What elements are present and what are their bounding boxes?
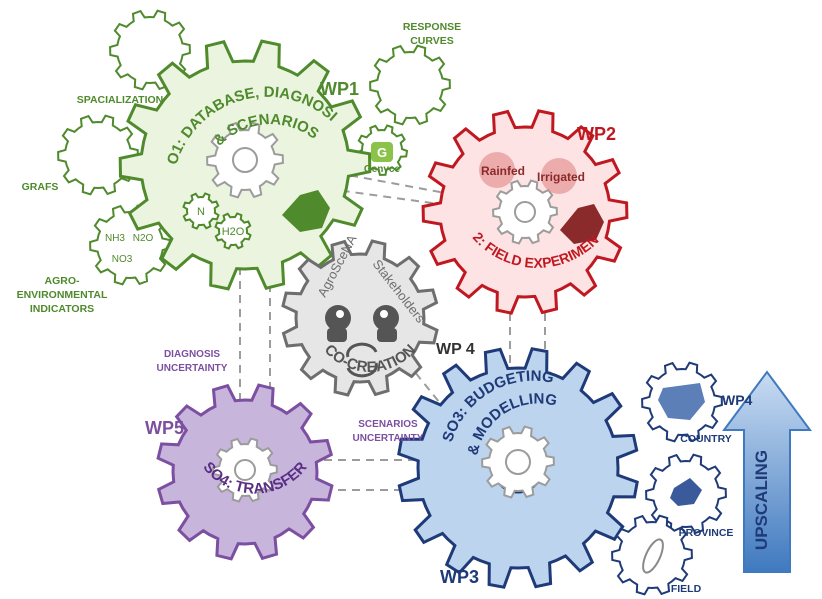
upscaling-content: UPSCALING WP4 COUNTRY PROVINCE FIELD bbox=[642, 370, 812, 595]
genvce-label: Genvce bbox=[364, 164, 401, 175]
wp5-label: WP5 bbox=[145, 418, 184, 438]
no3-label: NO3 bbox=[112, 254, 133, 265]
scenarios-uncertainty-1: SCENARIOS bbox=[358, 419, 418, 430]
wp2-label: WP2 bbox=[577, 124, 616, 144]
spain-map-icon bbox=[658, 383, 705, 420]
province-label: PROVINCE bbox=[679, 527, 734, 539]
h2o-label: H2O bbox=[222, 226, 245, 238]
diagnosis-uncertainty-1: DIAGNOSIS bbox=[164, 349, 220, 360]
field-corn-icon bbox=[642, 538, 664, 574]
wp4-right-label: WP4 bbox=[722, 392, 753, 408]
n-gear-icon bbox=[182, 192, 220, 230]
wp2-region-icon bbox=[560, 204, 604, 244]
upscaling-arrow-icon bbox=[722, 370, 812, 573]
n2o-label: N2O bbox=[133, 233, 154, 244]
irrigated-bubble-icon bbox=[541, 158, 577, 194]
wp4-center-label: WP 4 bbox=[436, 341, 475, 358]
field-gear-icon bbox=[611, 514, 693, 596]
irrigated-label: Irrigated bbox=[537, 170, 585, 184]
cycle-arrow-icon-2 bbox=[346, 362, 378, 378]
field-label: FIELD bbox=[671, 583, 702, 595]
wp3-inner-gear-icon-hole bbox=[505, 449, 531, 475]
upscaling-label: UPSCALING bbox=[752, 450, 771, 550]
h2o-gear-icon bbox=[214, 212, 252, 250]
grafs-label: GRAFS bbox=[22, 181, 59, 193]
scenarios-uncertainty-2: UNCERTAINTY bbox=[353, 433, 424, 444]
rainfed-label: Rainfed bbox=[481, 164, 525, 178]
wp5-inner-gear-icon-hole bbox=[234, 459, 256, 481]
grafs-gear-icon bbox=[57, 114, 139, 196]
agro-label-2: ENVIRONMENTAL bbox=[17, 289, 108, 301]
wp1-label: WP1 bbox=[320, 79, 359, 99]
response-curves-gear-icon bbox=[369, 44, 451, 126]
rainfed-bubble-icon bbox=[479, 152, 515, 188]
cocreation-gear bbox=[281, 239, 439, 397]
uncertainty-labels: DIAGNOSIS UNCERTAINTY SCENARIOS UNCERTAI… bbox=[157, 349, 424, 444]
cycle-arrow-icon bbox=[346, 342, 378, 358]
province-map-icon bbox=[670, 478, 702, 506]
genvce-logo-icon bbox=[371, 142, 393, 162]
country-label: COUNTRY bbox=[680, 433, 732, 445]
agro-label-3: INDICATORS bbox=[30, 303, 94, 315]
madrid-region-icon bbox=[282, 190, 330, 232]
wp1-inner-gear-icon-hole bbox=[232, 147, 258, 173]
n-label: N bbox=[197, 206, 205, 218]
response-curves-label-2: CURVES bbox=[410, 35, 454, 47]
genvce-g-icon: G bbox=[377, 145, 387, 160]
nh3-label: NH3 bbox=[105, 233, 125, 244]
agro-label-1: AGRO- bbox=[45, 275, 81, 287]
spacialization-label: SPACIALIZATION bbox=[77, 94, 164, 106]
diagnosis-uncertainty-2: UNCERTAINTY bbox=[157, 363, 228, 374]
heads-icon bbox=[325, 305, 399, 342]
wp3-label: WP3 bbox=[440, 567, 479, 587]
wp2-inner-gear-icon-hole bbox=[514, 201, 536, 223]
response-curves-label-1: RESPONSE bbox=[403, 21, 461, 33]
